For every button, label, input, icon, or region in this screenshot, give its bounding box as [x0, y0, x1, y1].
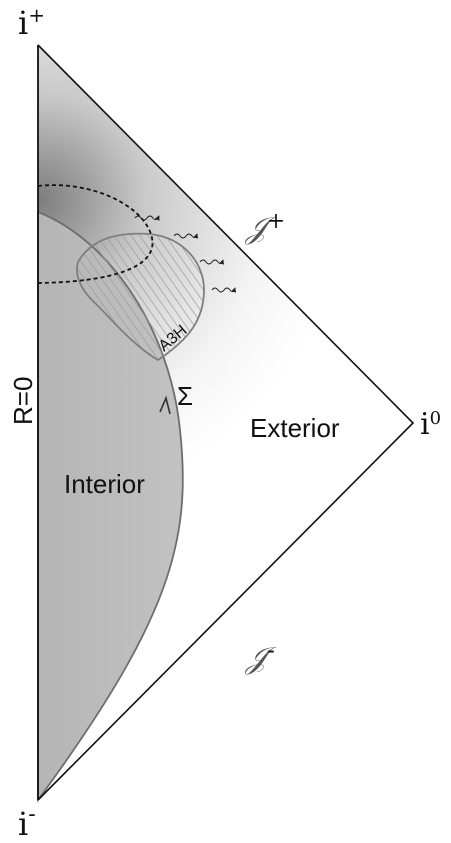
a3h-hatched-region	[76, 232, 205, 362]
i-minus-label: i-	[18, 802, 36, 843]
wavy-arrow-icon	[211, 287, 237, 293]
axis-r0-label: R=0	[8, 377, 38, 425]
scri-plus-label: 𝒥+	[244, 209, 285, 246]
sigma-label: Σ	[177, 381, 193, 411]
null-infinity-boundary	[37, 44, 415, 801]
i-zero-label: i0	[420, 407, 441, 442]
i-plus-label: i+	[18, 3, 45, 42]
interior-label: Interior	[64, 469, 145, 499]
radiation-arrows	[134, 215, 237, 293]
wavy-arrow-icon	[134, 215, 160, 221]
wavy-arrow-icon	[199, 259, 225, 265]
wavy-arrow-icon	[173, 233, 199, 239]
scri-minus-label: 𝒥-	[244, 636, 277, 676]
dashed-horizon-curve	[38, 184, 154, 284]
exterior-label: Exterior	[250, 413, 340, 443]
arrowhead-icon	[159, 395, 171, 415]
